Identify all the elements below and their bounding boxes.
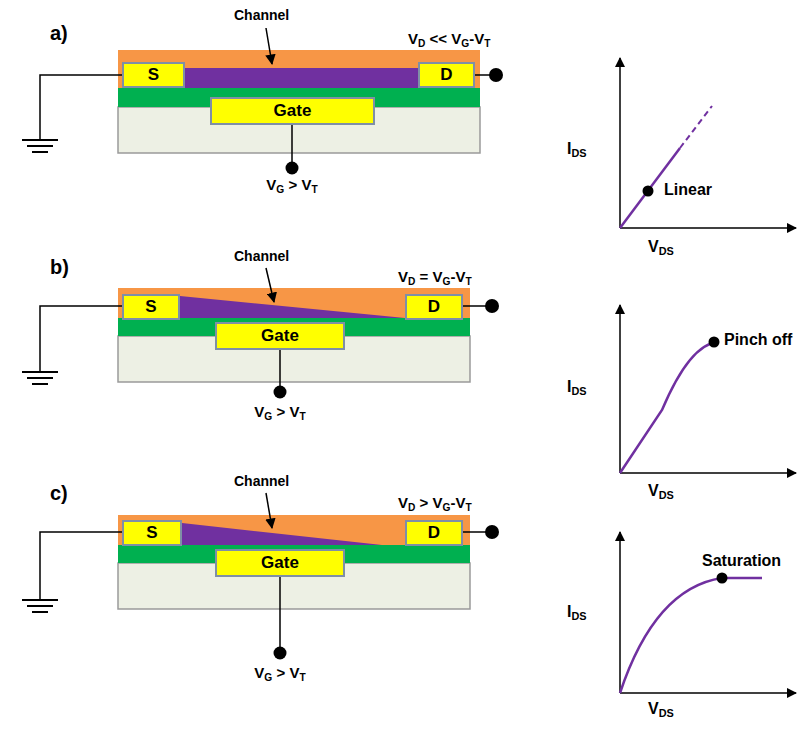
plot-c	[620, 532, 796, 693]
y-axis	[619, 305, 621, 473]
channel-label: Channel	[234, 248, 289, 264]
source-wire	[40, 75, 122, 140]
source-electrode: S	[122, 62, 185, 88]
region-label: Pinch off	[724, 331, 792, 349]
device-a	[22, 28, 503, 175]
drain-electrode: D	[418, 62, 475, 88]
ground-symbol	[32, 611, 48, 613]
axis-title: VDS	[648, 238, 674, 256]
ground-symbol	[27, 605, 53, 607]
x-axis	[620, 227, 796, 229]
drain-electrode: D	[405, 294, 463, 320]
gate-electrode: Gate	[215, 322, 345, 350]
gate-electrode: Gate	[215, 549, 345, 577]
gate-terminal	[274, 386, 287, 399]
x-axis	[620, 692, 796, 694]
gate-wire	[291, 125, 293, 166]
drain-terminal	[485, 525, 499, 539]
electrode-label: D	[440, 65, 452, 85]
channel-label: Channel	[234, 7, 289, 23]
leader-line	[266, 493, 272, 528]
iv-curve-extension	[680, 106, 712, 148]
drain-wire	[463, 305, 488, 307]
semiconductor-layer	[118, 515, 470, 545]
ground-symbol	[27, 145, 53, 147]
gate-voltage: VG > VT	[254, 403, 305, 420]
gate-voltage: VG > VT	[266, 176, 317, 193]
electrode-label: S	[148, 65, 159, 85]
plot-a	[620, 58, 796, 228]
gate-electrode: Gate	[210, 97, 375, 125]
electrode-label: D	[428, 297, 440, 317]
gate-wire	[279, 350, 281, 390]
electrode-label: S	[146, 523, 157, 543]
iv-curve	[620, 342, 718, 473]
plot-b	[620, 305, 796, 473]
ground-symbol	[32, 383, 48, 385]
panel-letter: a)	[50, 22, 68, 45]
drain-voltage: VD = VG-VT	[398, 268, 472, 285]
drain-voltage: VD > VG-VT	[398, 494, 472, 511]
device-c	[22, 493, 499, 660]
gate-voltage: VG > VT	[254, 664, 305, 681]
channel	[182, 523, 382, 545]
y-axis	[619, 532, 621, 693]
panel-letter: b)	[50, 256, 69, 279]
ground-symbol	[22, 599, 58, 601]
operating-point	[717, 573, 728, 584]
channel	[180, 296, 405, 318]
axis-title: VDS	[648, 482, 674, 500]
electrode-label: Gate	[274, 101, 312, 121]
iv-curve	[620, 578, 762, 693]
gate-terminal	[286, 162, 299, 175]
y-axis	[619, 58, 621, 228]
source-wire	[40, 306, 122, 372]
leader-line	[266, 28, 272, 64]
x-axis	[620, 472, 796, 474]
electrode-label: Gate	[261, 553, 299, 573]
axis-title: IDS	[567, 140, 587, 158]
ground-symbol	[32, 151, 48, 153]
drain-terminal	[489, 68, 503, 82]
electrode-label: S	[145, 297, 156, 317]
channel	[184, 68, 420, 88]
axis-title: VDS	[648, 700, 674, 718]
source-wire	[40, 532, 122, 600]
region-label: Saturation	[702, 552, 781, 570]
ground-symbol	[22, 371, 58, 373]
semiconductor-layer	[118, 50, 480, 88]
drain-electrode: D	[405, 520, 463, 546]
axis-title: IDS	[567, 603, 587, 621]
electrode-label: D	[428, 523, 440, 543]
gate-wire	[279, 577, 281, 651]
source-electrode: S	[122, 294, 180, 320]
device-b	[22, 268, 499, 399]
panel-letter: c)	[50, 482, 68, 505]
operating-point	[709, 337, 720, 348]
electrode-label: Gate	[261, 326, 299, 346]
region-label: Linear	[664, 181, 712, 199]
drain-terminal	[485, 299, 499, 313]
drain-voltage: VD << VG-VT	[408, 30, 490, 47]
leader-line	[266, 268, 274, 302]
axis-title: IDS	[567, 378, 587, 396]
operating-point	[643, 186, 654, 197]
channel-label: Channel	[234, 473, 289, 489]
ground-symbol	[22, 139, 58, 141]
drain-wire	[463, 531, 488, 533]
source-electrode: S	[122, 520, 182, 546]
ground-symbol	[27, 377, 53, 379]
gate-terminal	[274, 647, 287, 660]
